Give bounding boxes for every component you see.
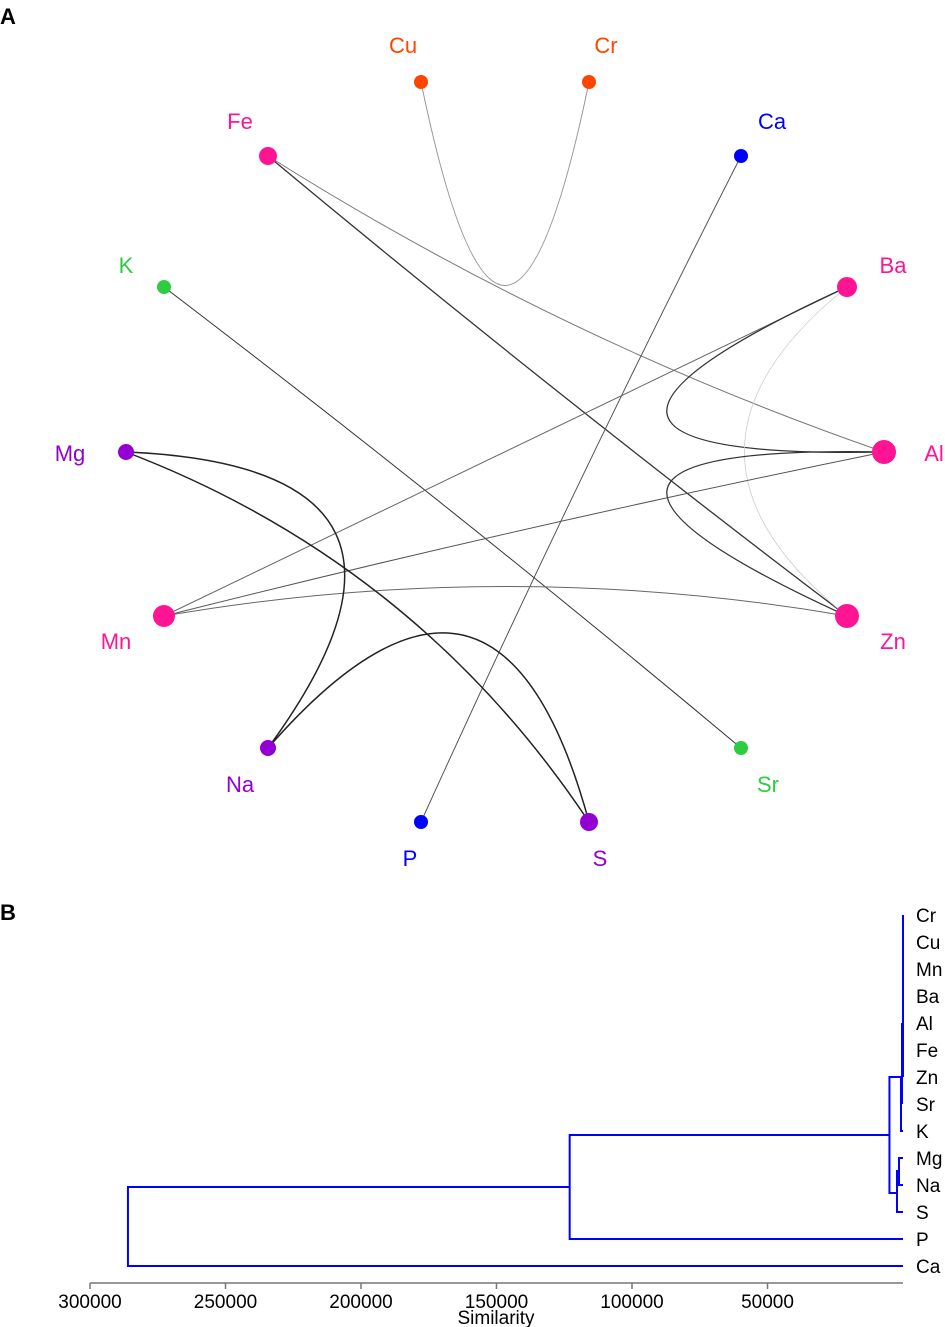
axis-tick-label: 250000 xyxy=(194,1292,257,1313)
node-ca xyxy=(734,149,748,163)
leaf-label-cu: Cu xyxy=(916,933,940,954)
axis-tick-label: 300000 xyxy=(58,1292,121,1313)
leaf-label-al: Al xyxy=(916,1014,933,1035)
node-sr xyxy=(734,741,748,755)
edge-mg-s xyxy=(125,451,590,823)
node-mn xyxy=(153,605,175,627)
branch-join-5000 xyxy=(888,1076,901,1194)
leaf-label-ca: Ca xyxy=(916,1257,941,1278)
branch-join-p xyxy=(568,1134,903,1240)
node-cu xyxy=(414,75,428,89)
node-al xyxy=(872,440,896,464)
node-label-fe: Fe xyxy=(227,109,253,134)
leaf-label-zn: Zn xyxy=(916,1068,938,1089)
edge-ca-p xyxy=(420,155,742,823)
branch-join-ca xyxy=(126,1186,903,1267)
edge-fe-zn xyxy=(267,155,848,617)
axis-tick-label: 100000 xyxy=(600,1292,663,1313)
leaf-label-cr: Cr xyxy=(916,906,937,927)
edge-fe-al xyxy=(267,155,885,453)
edge-mg-na xyxy=(125,451,346,749)
leaf-label-s: S xyxy=(916,1203,929,1224)
edge-k-sr xyxy=(163,286,742,749)
edge-ba-zn xyxy=(744,286,848,617)
node-label-mn: Mn xyxy=(101,629,132,654)
node-label-na: Na xyxy=(226,772,255,797)
edge-na-s xyxy=(267,632,590,823)
node-ba xyxy=(837,277,857,297)
node-label-k: K xyxy=(119,253,134,278)
node-label-p: P xyxy=(403,846,418,871)
leaf-label-ba: Ba xyxy=(916,987,940,1008)
node-s xyxy=(580,813,598,831)
leaf-label-sr: Sr xyxy=(916,1095,936,1116)
panel-b-label: B xyxy=(0,900,16,925)
node-label-cu: Cu xyxy=(389,33,417,58)
edge-ba-al xyxy=(666,286,885,454)
node-na xyxy=(260,740,276,756)
leaf-label-na: Na xyxy=(916,1176,941,1197)
branch-k xyxy=(900,1077,903,1132)
leaf-label-fe: Fe xyxy=(916,1041,938,1062)
axis-tick-label: 50000 xyxy=(741,1292,794,1313)
leaf-label-mg: Mg xyxy=(916,1149,942,1170)
node-mg xyxy=(118,444,134,460)
node-label-al: Al xyxy=(924,441,944,466)
panel-a-label: A xyxy=(0,4,16,29)
similarity-axis: 300000 250000 200000 150000 100000 50000Simil… xyxy=(58,1282,903,1327)
node-label-s: S xyxy=(593,846,608,871)
network-nodes xyxy=(118,75,896,831)
edge-zn-mn xyxy=(163,586,848,617)
leaf-label-mn: Mn xyxy=(916,960,942,981)
node-cr xyxy=(582,75,596,89)
node-zn xyxy=(835,604,859,628)
node-label-zn: Zn xyxy=(880,629,906,654)
node-label-ca: Ca xyxy=(758,109,787,134)
node-k xyxy=(157,280,171,294)
node-label-sr: Sr xyxy=(757,772,779,797)
leaf-label-k: K xyxy=(916,1122,929,1143)
node-label-cr: Cr xyxy=(594,33,617,58)
dendrogram-branches xyxy=(126,915,904,1267)
node-p xyxy=(414,815,428,829)
axis-title: Similarity xyxy=(457,1308,535,1327)
leaf-label-p: P xyxy=(916,1230,929,1251)
node-fe xyxy=(259,147,277,165)
edge-al-zn xyxy=(666,450,885,617)
node-label-mg: Mg xyxy=(55,441,86,466)
axis-tick-label: 150000 xyxy=(465,1292,528,1313)
network-edges xyxy=(125,81,885,823)
branch-mgna-s xyxy=(896,1170,903,1213)
axis-tick-label: 200000 xyxy=(329,1292,392,1313)
edge-al-mn xyxy=(163,451,885,617)
edge-cu-cr xyxy=(420,81,590,286)
node-label-ba: Ba xyxy=(880,253,908,278)
branch-mg-na xyxy=(898,1157,903,1186)
edge-ba-mn xyxy=(163,286,848,617)
